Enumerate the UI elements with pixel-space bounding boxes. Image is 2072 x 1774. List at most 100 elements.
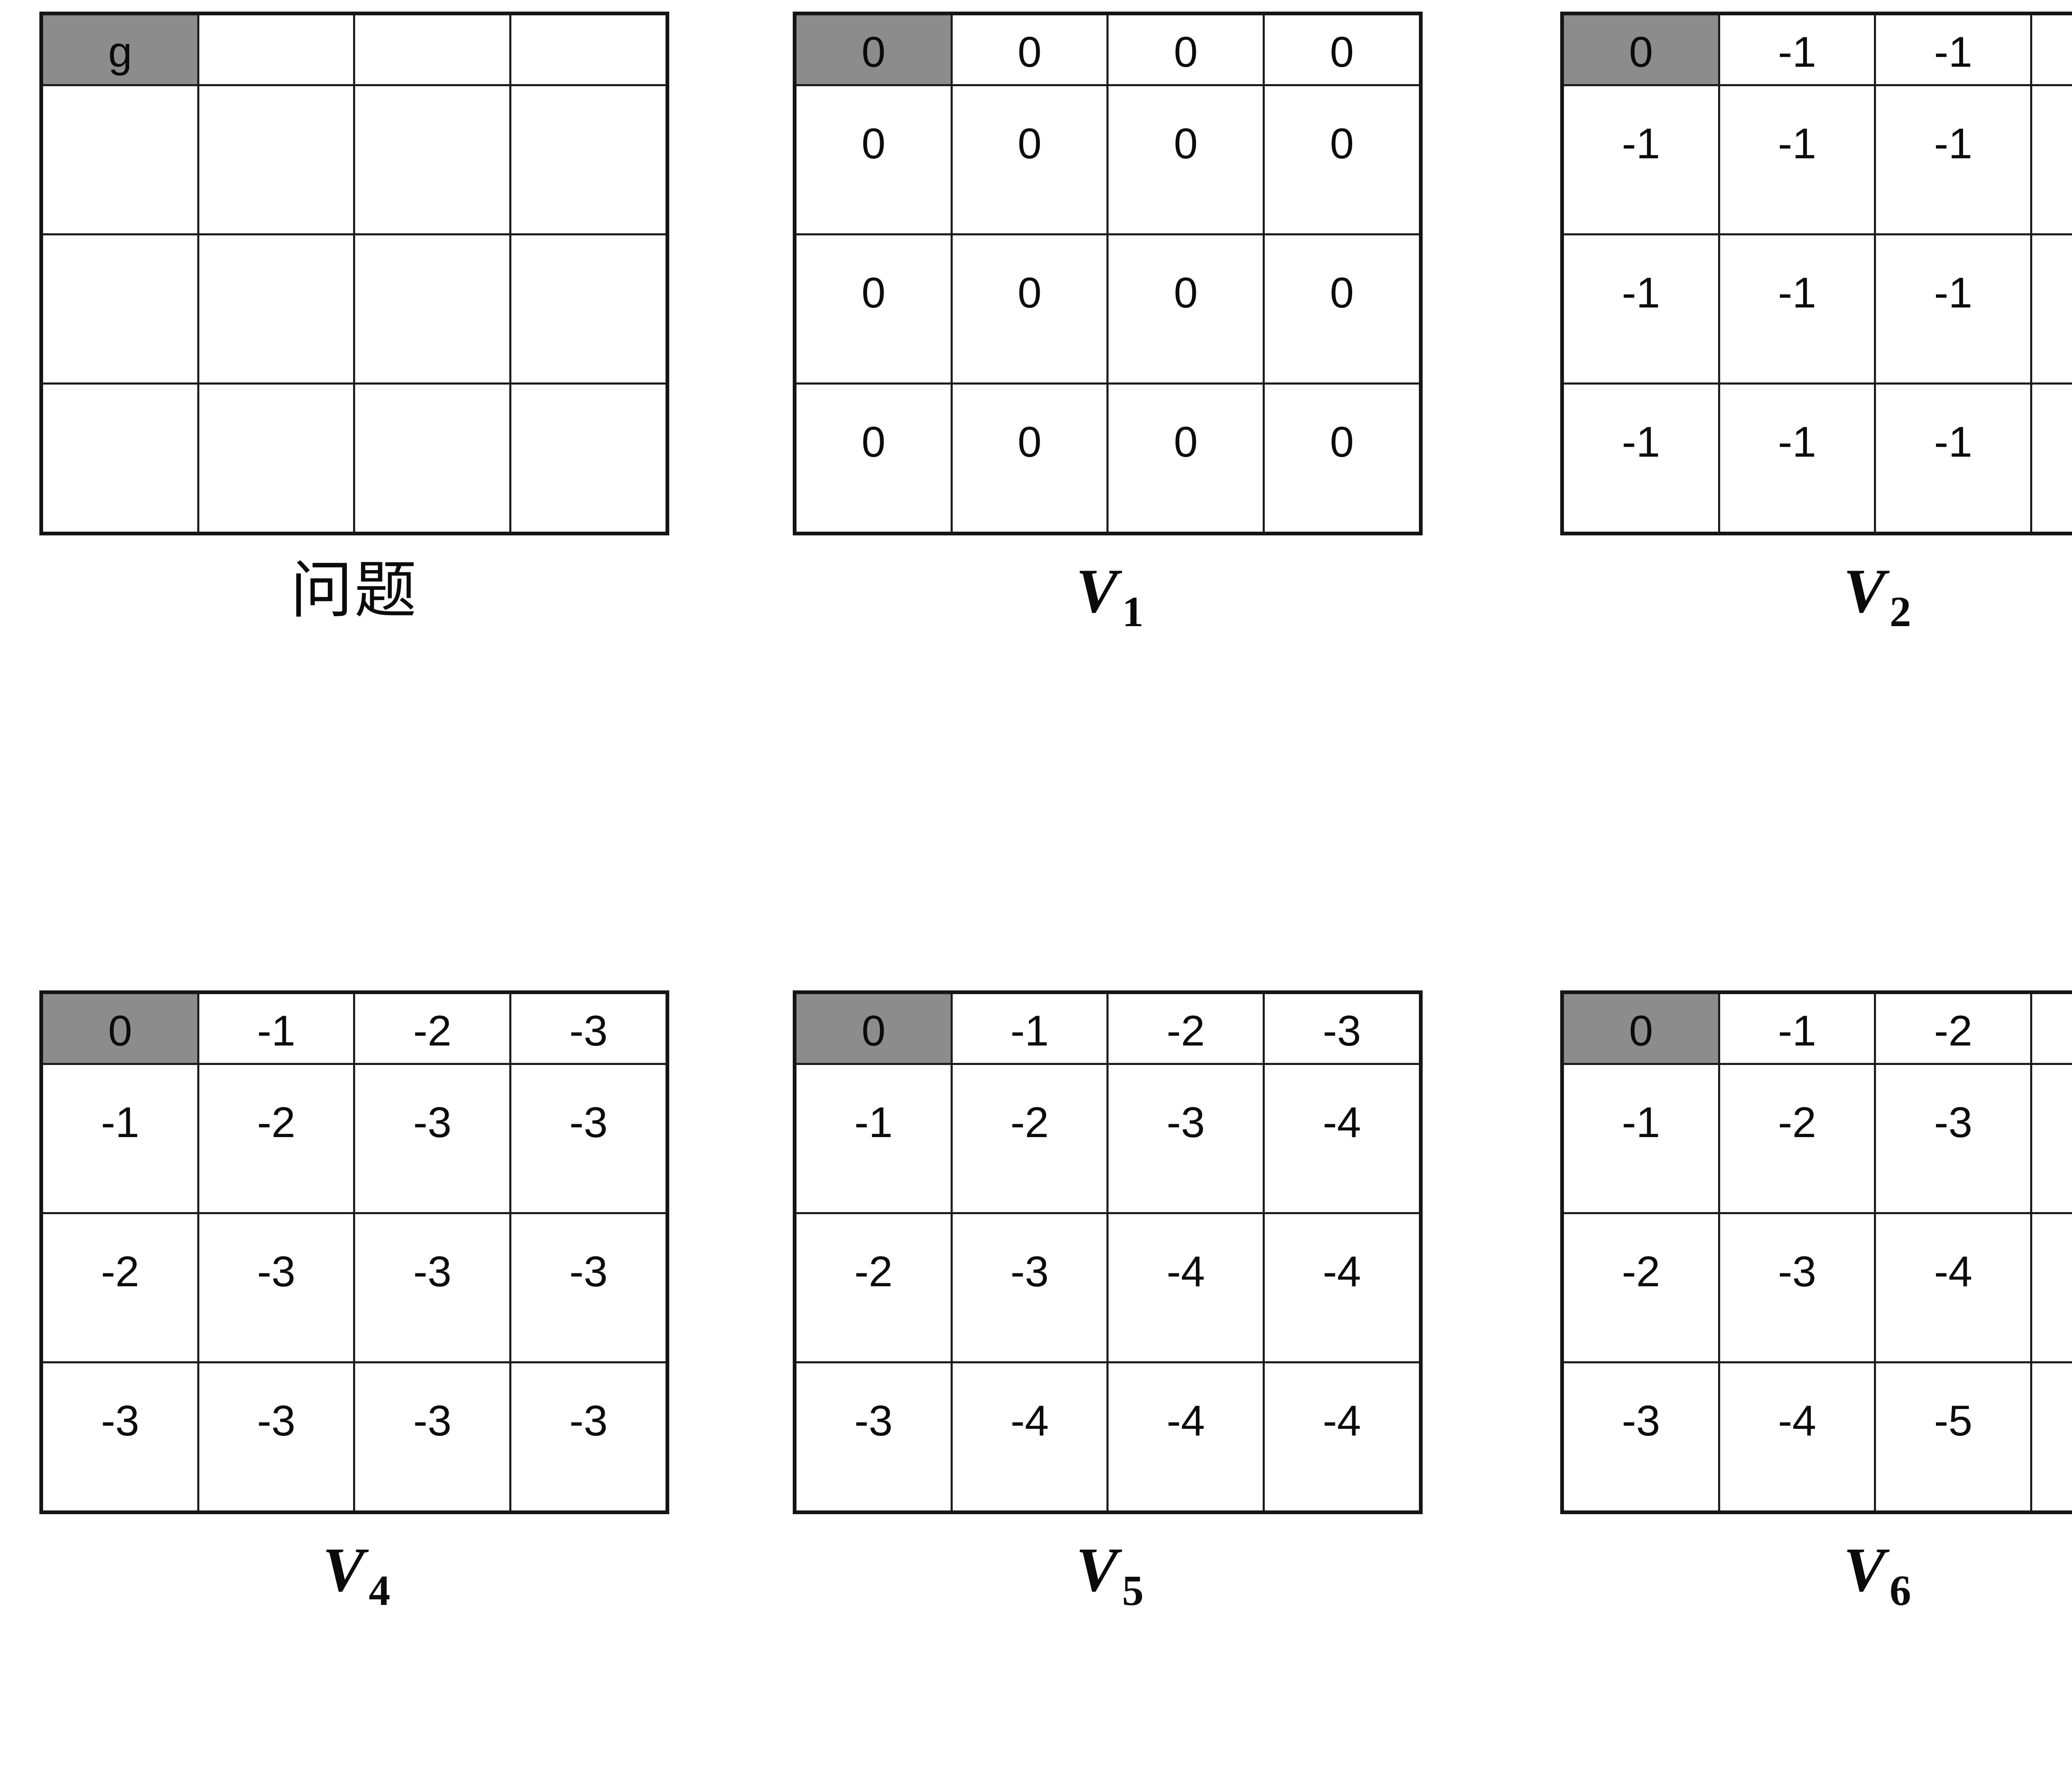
cell-v5-r2c1[interactable]: -3 [950,1212,1109,1363]
cell-v2-r2c1[interactable]: -1 [1718,233,1876,385]
cell-v5-r2c3[interactable]: -4 [1263,1212,1422,1363]
cell-v5-r0c2[interactable]: -2 [1106,991,1265,1065]
cell-v2-r1c0[interactable]: -1 [1561,84,1720,235]
cell-v2-r0c3[interactable]: -1 [2030,12,2072,86]
cell-v2-r2c3[interactable]: -1 [2030,233,2072,385]
cell-problem-r3c1[interactable] [197,382,356,535]
cell-v2-r2c2[interactable]: -1 [1874,233,2033,385]
cell-v2-r1c3[interactable]: -1 [2030,84,2072,235]
cell-v2-r0c2[interactable]: -1 [1874,12,2033,86]
cell-v4-r2c0[interactable]: -2 [40,1212,199,1363]
cell-v2-r3c0[interactable]: -1 [1561,382,1720,535]
cell-v5-r0c3[interactable]: -3 [1263,991,1422,1065]
cell-v5-r1c0[interactable]: -1 [794,1063,953,1214]
cell-v1-r1c0[interactable]: 0 [794,84,953,235]
cell-v5-r1c1[interactable]: -2 [950,1063,1109,1214]
cell-v5-r0c0-shaded[interactable]: 0 [794,991,953,1065]
cell-problem-r0c0-shaded[interactable]: g [40,12,199,86]
cell-v2-r3c3[interactable]: -1 [2030,382,2072,535]
cell-v1-r2c1[interactable]: 0 [950,233,1109,385]
cell-problem-r2c1[interactable] [197,233,356,385]
cell-v5-r1c2[interactable]: -3 [1106,1063,1265,1214]
grid-row: -2-3-4-4 [794,1212,1422,1363]
cell-v6-r0c1[interactable]: -1 [1718,991,1876,1065]
cell-problem-r3c3[interactable] [509,382,668,535]
cell-problem-r3c0[interactable] [40,382,199,535]
cell-v6-r1c3[interactable]: -4 [2030,1063,2072,1214]
cell-v6-r2c2[interactable]: -4 [1874,1212,2033,1363]
cell-problem-r1c0[interactable] [40,84,199,235]
cell-v6-r3c0[interactable]: -3 [1561,1361,1720,1513]
cell-v4-r3c1[interactable]: -3 [197,1361,356,1513]
cell-v5-r1c3[interactable]: -4 [1263,1063,1422,1214]
cell-v4-r2c1[interactable]: -3 [197,1212,356,1363]
cell-v5-r2c0[interactable]: -2 [794,1212,953,1363]
cell-v4-r3c2[interactable]: -3 [353,1361,512,1513]
cell-v1-r3c3[interactable]: 0 [1263,382,1422,535]
cell-v1-r0c0-shaded[interactable]: 0 [794,12,953,86]
cell-problem-r0c1[interactable] [197,12,356,86]
cell-v6-r0c2[interactable]: -2 [1874,991,2033,1065]
cell-problem-r2c2[interactable] [353,233,512,385]
cell-v6-r2c1[interactable]: -3 [1718,1212,1876,1363]
cell-v4-r1c2[interactable]: -3 [353,1063,512,1214]
cell-problem-r2c0[interactable] [40,233,199,385]
cell-problem-r3c2[interactable] [353,382,512,535]
cell-v2-r3c1[interactable]: -1 [1718,382,1876,535]
cell-v5-r2c2[interactable]: -4 [1106,1212,1265,1363]
cell-v4-r1c3[interactable]: -3 [509,1063,668,1214]
cell-v1-r0c1[interactable]: 0 [950,12,1109,86]
cell-v1-r1c1[interactable]: 0 [950,84,1109,235]
cell-v4-r2c2[interactable]: -3 [353,1212,512,1363]
cell-v6-r1c2[interactable]: -3 [1874,1063,2033,1214]
cell-problem-r1c3[interactable] [509,84,668,235]
cell-v1-r3c2[interactable]: 0 [1106,382,1265,535]
cell-problem-r1c2[interactable] [353,84,512,235]
cell-v5-r3c0[interactable]: -3 [794,1361,953,1513]
cell-v2-r1c1[interactable]: -1 [1718,84,1876,235]
cell-v2-r3c2[interactable]: -1 [1874,382,2033,535]
cell-v5-r0c1[interactable]: -1 [950,991,1109,1065]
cell-v1-r2c2[interactable]: 0 [1106,233,1265,385]
cell-v6-r2c0[interactable]: -2 [1561,1212,1720,1363]
cell-v6-r3c2[interactable]: -5 [1874,1361,2033,1513]
cell-problem-r0c2[interactable] [353,12,512,86]
cell-v5-r3c3[interactable]: -4 [1263,1361,1422,1513]
cell-v4-r0c2[interactable]: -2 [353,991,512,1065]
cell-v4-r3c3[interactable]: -3 [509,1361,668,1513]
cell-v6-r3c3[interactable]: -5 [2030,1361,2072,1513]
cell-v1-r2c0[interactable]: 0 [794,233,953,385]
cell-v6-r3c1[interactable]: -4 [1718,1361,1876,1513]
cell-v1-r2c3[interactable]: 0 [1263,233,1422,385]
cell-v2-r2c0[interactable]: -1 [1561,233,1720,385]
cell-v4-r3c0[interactable]: -3 [40,1361,199,1513]
cell-v6-r0c0-shaded[interactable]: 0 [1561,991,1720,1065]
caption-v4: V4 [39,1538,669,1634]
cell-problem-r0c3[interactable] [509,12,668,86]
cell-v1-r0c2[interactable]: 0 [1106,12,1265,86]
cell-v2-r1c2[interactable]: -1 [1874,84,2033,235]
cell-v4-r0c3[interactable]: -3 [509,991,668,1065]
cell-v1-r3c0[interactable]: 0 [794,382,953,535]
cell-v4-r2c3[interactable]: -3 [509,1212,668,1363]
cell-v1-r0c3[interactable]: 0 [1263,12,1422,86]
cell-v5-r3c2[interactable]: -4 [1106,1361,1265,1513]
cell-v1-r3c1[interactable]: 0 [950,382,1109,535]
cell-v6-r1c1[interactable]: -2 [1718,1063,1876,1214]
cell-v4-r1c0[interactable]: -1 [40,1063,199,1214]
cell-problem-r2c3[interactable] [509,233,668,385]
cell-v6-r1c0[interactable]: -1 [1561,1063,1720,1214]
cell-v4-r1c1[interactable]: -2 [197,1063,356,1214]
cell-v1-r1c2[interactable]: 0 [1106,84,1265,235]
cell-v1-r1c3[interactable]: 0 [1263,84,1422,235]
cell-v5-r3c1[interactable]: -4 [950,1361,1109,1513]
cell-problem-r1c1[interactable] [197,84,356,235]
cell-v6-r0c3[interactable]: -3 [2030,991,2072,1065]
cell-v2-r0c1[interactable]: -1 [1718,12,1876,86]
cell-v6-r2c3[interactable]: -5 [2030,1212,2072,1363]
grid-row [40,233,668,385]
grid-row: -1-2-3-4 [794,1063,1422,1214]
cell-v4-r0c1[interactable]: -1 [197,991,356,1065]
cell-v2-r0c0-shaded[interactable]: 0 [1561,12,1720,86]
cell-v4-r0c0-shaded[interactable]: 0 [40,991,199,1065]
